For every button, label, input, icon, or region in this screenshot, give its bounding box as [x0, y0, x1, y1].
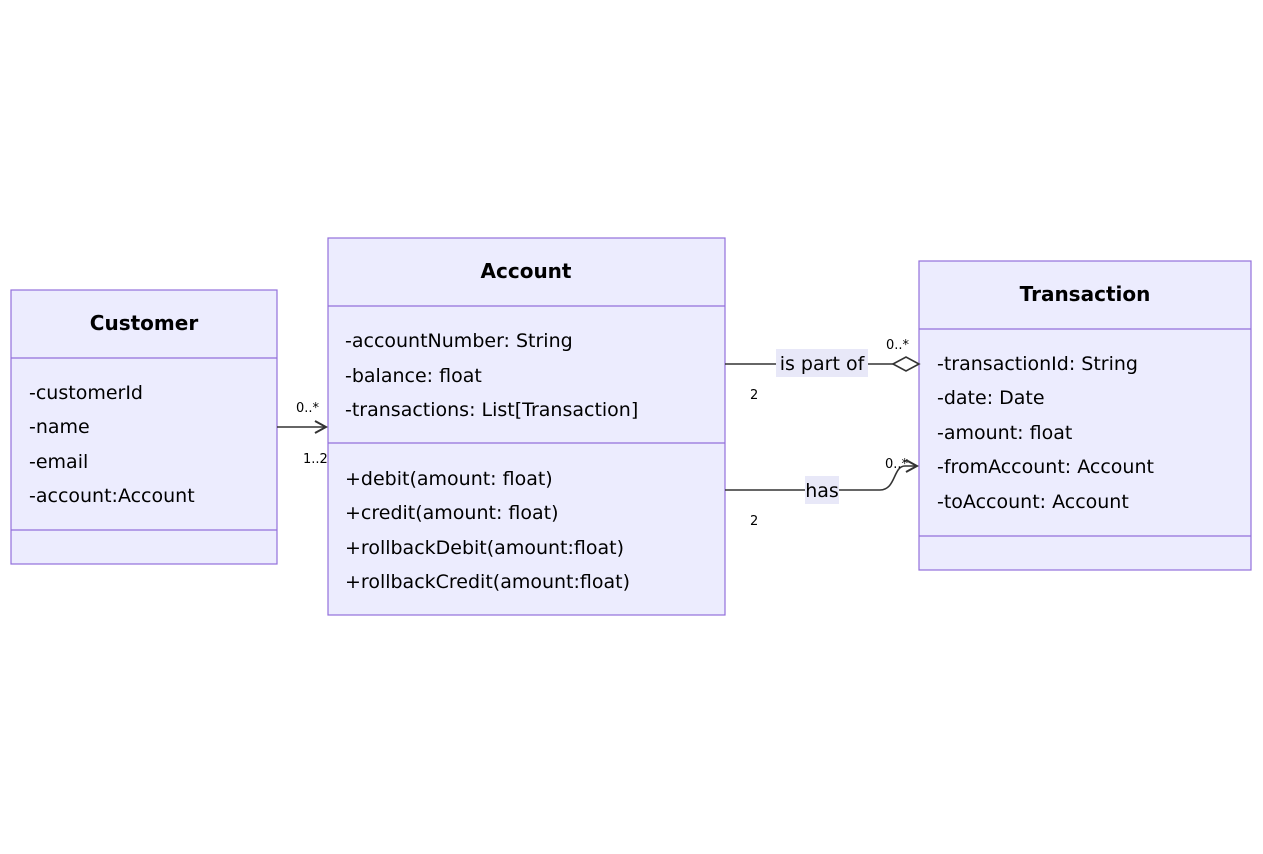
class-attribute: -toAccount: Account — [937, 491, 1129, 513]
class-attribute: -transactionId: String — [937, 353, 1138, 375]
class-attribute: -customerId — [29, 382, 143, 404]
class-attribute: -amount: float — [937, 422, 1072, 444]
cardinality-to: 0..* — [886, 338, 910, 353]
class-title: Transaction — [1020, 282, 1151, 306]
class-box — [327, 237, 726, 616]
edge-label-background — [776, 349, 868, 377]
class-attribute: -name — [29, 416, 90, 438]
cardinality-to: 1..2 — [303, 452, 328, 467]
class-attribute: -account:Account — [29, 485, 195, 507]
class-method: +debit(amount: float) — [345, 468, 553, 490]
relation-customer-account[interactable]: 0..* 1..2 — [277, 401, 328, 467]
class-account[interactable]: Account -accountNumber: String -balance:… — [327, 237, 726, 616]
relation-is-part-of[interactable]: is part of 2 0..* — [725, 338, 921, 403]
cardinality-from: 0..* — [296, 401, 320, 416]
class-box — [918, 260, 1252, 571]
relation-has[interactable]: has 2 0..* — [725, 457, 917, 529]
edge-label-background — [805, 476, 839, 504]
class-transaction[interactable]: Transaction -transactionId: String -date… — [918, 260, 1252, 571]
class-customer[interactable]: Customer -customerId -name -email -accou… — [10, 289, 278, 565]
class-title: Account — [481, 259, 572, 283]
cardinality-to: 0..* — [885, 457, 909, 472]
class-attribute: -email — [29, 451, 88, 473]
aggregation-diamond-icon — [891, 356, 921, 372]
class-method: +rollbackDebit(amount:float) — [345, 537, 624, 559]
class-attribute: -accountNumber: String — [345, 330, 573, 352]
class-method: +rollbackCredit(amount:float) — [345, 571, 630, 593]
class-attribute: -date: Date — [937, 387, 1045, 409]
class-method: +credit(amount: float) — [345, 502, 559, 524]
association-line — [725, 466, 917, 491]
edge-label: has — [805, 480, 839, 502]
class-box — [10, 289, 278, 565]
cardinality-from: 2 — [750, 514, 758, 529]
class-attribute: -balance: float — [345, 365, 482, 387]
cardinality-from: 2 — [750, 388, 758, 403]
class-attribute: -transactions: List[Transaction] — [345, 399, 638, 421]
edge-label: is part of — [780, 353, 866, 375]
class-attribute: -fromAccount: Account — [937, 456, 1154, 478]
class-title: Customer — [90, 311, 199, 335]
